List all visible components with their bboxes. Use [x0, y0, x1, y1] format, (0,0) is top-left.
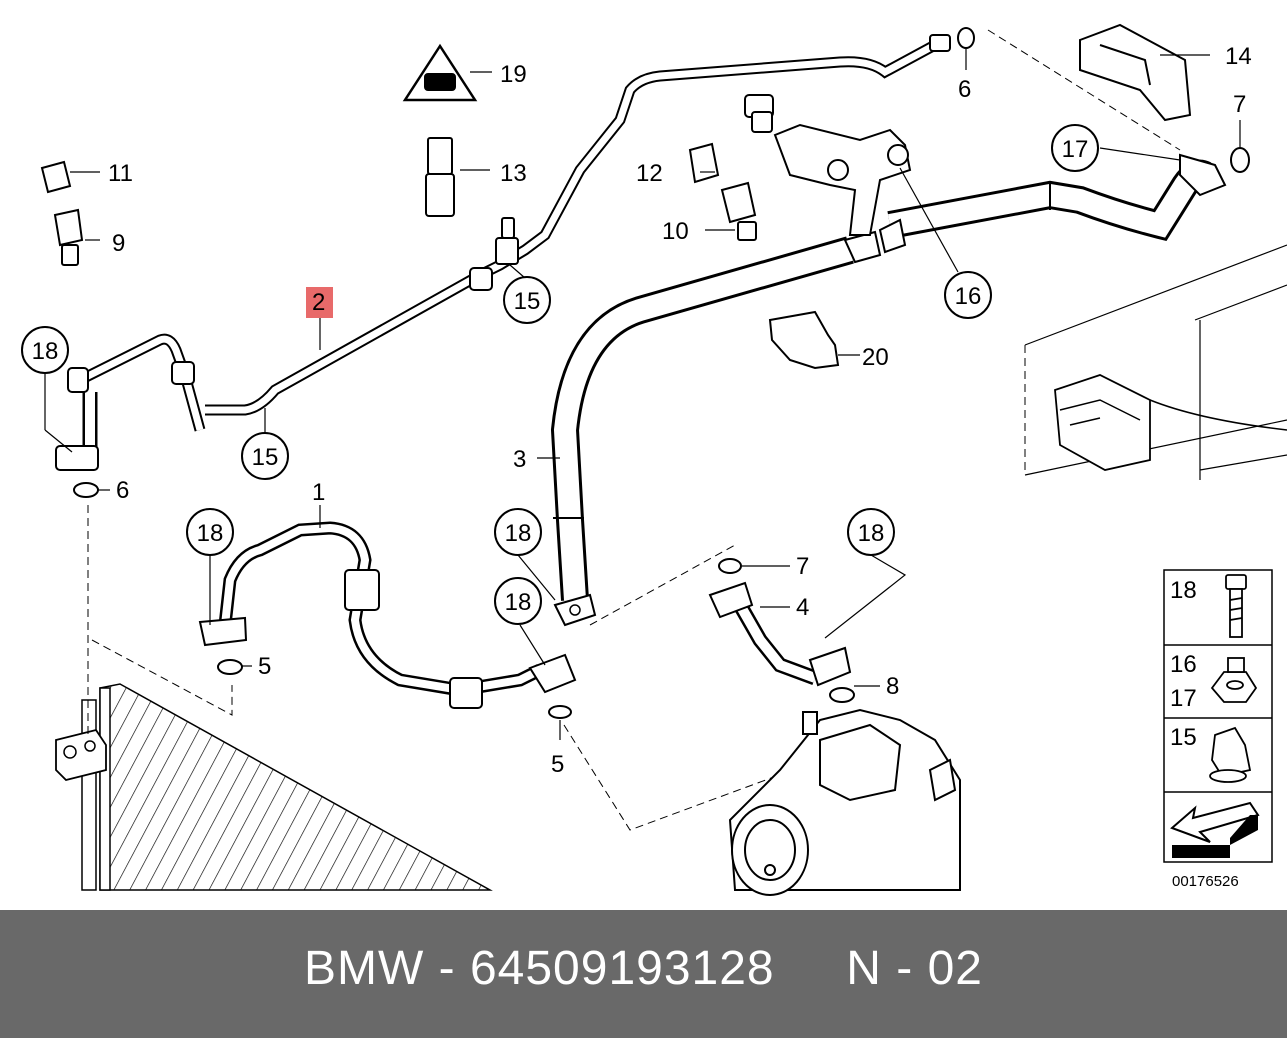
legend-row2-label-b: 17 [1170, 685, 1197, 712]
label-17: 17 [1062, 136, 1089, 163]
label-11: 11 [108, 160, 133, 187]
label-2: 2 [312, 289, 325, 316]
label-18-c: 18 [505, 520, 532, 547]
label-4: 4 [796, 594, 809, 621]
label-7-bottom: 7 [796, 553, 809, 580]
label-8: 8 [886, 673, 899, 700]
legend-row3-label: 15 [1170, 724, 1197, 751]
pipe-4 [708, 581, 852, 687]
label-15-a: 15 [252, 444, 279, 471]
label-3: 3 [513, 446, 526, 473]
pipe-1 [198, 521, 577, 709]
label-5-bottom: 5 [551, 751, 564, 778]
label-13: 13 [500, 160, 527, 187]
engine-detail [1024, 244, 1287, 480]
label-6-top: 6 [958, 76, 971, 103]
clip-icon [1209, 726, 1252, 783]
pipe-2 [55, 34, 951, 471]
label-10: 10 [662, 218, 689, 245]
bolt-icon [1225, 574, 1247, 638]
fastener-legend: 18 16 17 15 [1163, 569, 1273, 863]
nut-icon [1210, 657, 1258, 703]
compressor [728, 708, 961, 896]
legend-row1-label: 18 [1170, 577, 1197, 604]
label-18-a: 18 [32, 338, 59, 365]
label-15-b: 15 [514, 288, 541, 315]
condenser [55, 683, 493, 891]
diagram-canvas: 11 9 13 19 12 10 14 7 6 2 20 6 1 3 7 4 8… [21, 23, 1287, 896]
label-6-left: 6 [116, 477, 129, 504]
small-parts [40, 23, 1250, 719]
label-14: 14 [1225, 43, 1252, 70]
dashed-leaders [87, 29, 1181, 831]
label-5-left: 5 [258, 653, 271, 680]
label-12: 12 [636, 160, 663, 187]
direction-arrow-icon [1170, 801, 1260, 858]
label-18-d: 18 [505, 589, 532, 616]
label-18-b: 18 [197, 520, 224, 547]
diagram-id: 00176526 [1172, 873, 1239, 890]
circle-callouts [21, 124, 1099, 625]
legend-row2-label-a: 16 [1170, 651, 1197, 678]
bracket-16 [744, 94, 912, 236]
footer-bar: BMW - 64509193128 N - 02 [0, 910, 1287, 1038]
part-number-caption: BMW - 64509193128 N - 02 [304, 941, 983, 995]
label-9: 9 [112, 230, 125, 257]
number-labels: 11 9 13 19 12 10 14 7 6 2 20 6 1 3 7 4 8… [108, 43, 1252, 778]
parts-diagram: 11 9 13 19 12 10 14 7 6 2 20 6 1 3 7 4 8… [21, 23, 1287, 896]
label-7-top: 7 [1233, 91, 1246, 118]
label-20: 20 [862, 344, 889, 371]
label-19: 19 [500, 61, 527, 88]
highlight-box [306, 287, 333, 318]
leader-lines [44, 48, 1241, 740]
label-18-e: 18 [858, 520, 885, 547]
circle-labels: 18 15 15 17 16 18 18 18 18 [32, 136, 1089, 616]
label-16: 16 [955, 283, 982, 310]
label-1: 1 [312, 479, 325, 506]
hose-3 [550, 153, 1227, 627]
